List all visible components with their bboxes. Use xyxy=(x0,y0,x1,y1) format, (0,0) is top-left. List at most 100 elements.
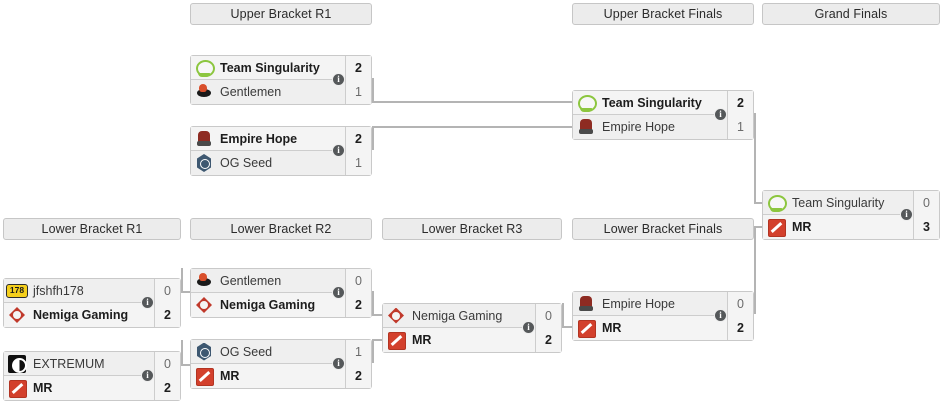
connector-line xyxy=(181,364,193,366)
match-info-icon[interactable]: i xyxy=(332,286,345,299)
round-header: Lower Bracket R1 xyxy=(3,218,181,240)
connector-line xyxy=(372,101,574,103)
team-name[interactable]: Team Singularity xyxy=(602,95,702,110)
team-score: 3 xyxy=(913,215,939,239)
team-name[interactable]: Empire Hope xyxy=(602,296,675,311)
match-row[interactable]: MR 2 xyxy=(383,328,561,352)
match-info-icon[interactable]: i xyxy=(141,296,154,309)
team-score: 1 xyxy=(345,339,371,364)
team-score: 1 xyxy=(345,80,371,104)
nemiga-logo xyxy=(4,303,30,327)
team-name[interactable]: MR xyxy=(412,333,432,347)
connector-line xyxy=(372,339,384,341)
match-info-icon[interactable]: i xyxy=(714,108,727,121)
match-info-icon[interactable]: i xyxy=(332,144,345,157)
jfshfh178-logo-glyph: 178 xyxy=(6,283,28,298)
og-seed-logo xyxy=(191,340,217,364)
singularity-logo-glyph xyxy=(195,59,215,77)
match-info-icon[interactable]: i xyxy=(332,73,345,86)
connector-line xyxy=(562,303,564,327)
team-score: 2 xyxy=(345,364,371,388)
team-name[interactable]: OG Seed xyxy=(220,156,273,170)
connector-line xyxy=(181,268,183,292)
match-info-icon[interactable]: i xyxy=(900,208,913,221)
team-name[interactable]: Team Singularity xyxy=(792,195,885,210)
mr-logo xyxy=(383,328,409,352)
team-score: 2 xyxy=(154,303,180,327)
match-row[interactable]: 178 jfshfh178 0 xyxy=(4,278,180,303)
match-row[interactable]: MR 2 xyxy=(191,364,371,388)
connector-line xyxy=(754,226,764,228)
team-name[interactable]: EXTREMUM xyxy=(33,356,105,371)
connector-line xyxy=(181,340,183,365)
empire-hope-logo-glyph xyxy=(577,118,595,136)
team-name[interactable]: Nemiga Gaming xyxy=(33,308,129,322)
singularity-logo xyxy=(763,191,789,215)
match-row[interactable]: Empire Hope 1 xyxy=(573,115,753,139)
jfshfh178-logo: 178 xyxy=(4,279,30,303)
team-name[interactable]: MR xyxy=(33,381,53,395)
team-score: 2 xyxy=(345,55,371,80)
mr-logo-glyph xyxy=(387,331,406,350)
empire-hope-logo xyxy=(573,115,599,139)
mr-logo-glyph xyxy=(195,367,214,386)
round-header: Lower Bracket R3 xyxy=(382,218,562,240)
empire-hope-logo-glyph xyxy=(195,130,213,148)
team-name[interactable]: Gentlemen xyxy=(220,85,282,99)
match-info-icon[interactable]: i xyxy=(714,309,727,322)
connector-line xyxy=(754,113,756,203)
team-name[interactable]: Nemiga Gaming xyxy=(412,308,503,323)
match-info-icon[interactable]: i xyxy=(522,321,535,334)
round-header: Lower Bracket R2 xyxy=(190,218,372,240)
team-score: 2 xyxy=(535,328,561,352)
team-name[interactable]: Team Singularity xyxy=(220,60,320,75)
team-score: 0 xyxy=(154,278,180,303)
match-row[interactable]: Nemiga Gaming 2 xyxy=(4,303,180,327)
team-score: 0 xyxy=(913,190,939,215)
round-header: Lower Bracket Finals xyxy=(572,218,754,240)
team-name[interactable]: MR xyxy=(220,369,240,383)
team-name[interactable]: OG Seed xyxy=(220,344,273,359)
singularity-logo-glyph xyxy=(577,94,597,112)
team-name[interactable]: Gentlemen xyxy=(220,273,282,288)
mr-logo-glyph xyxy=(767,218,786,237)
connector-line xyxy=(372,78,374,102)
team-name[interactable]: jfshfh178 xyxy=(33,283,84,298)
team-score: 0 xyxy=(154,351,180,376)
match-info-icon[interactable]: i xyxy=(332,357,345,370)
og-seed-logo-glyph xyxy=(195,343,213,361)
nemiga-logo-glyph xyxy=(387,307,405,325)
match-row[interactable]: Gentlemen 1 xyxy=(191,80,371,104)
team-name[interactable]: MR xyxy=(602,321,622,335)
connector-line xyxy=(754,226,756,314)
gentlemen-logo-glyph xyxy=(195,83,213,101)
round-header: Upper Bracket R1 xyxy=(190,3,372,25)
mr-logo xyxy=(4,376,30,400)
match-info-icon[interactable]: i xyxy=(141,369,154,382)
empire-hope-logo xyxy=(573,292,599,316)
team-name[interactable]: Empire Hope xyxy=(602,120,675,134)
team-name[interactable]: MR xyxy=(792,220,812,234)
connector-line xyxy=(754,202,764,204)
og-seed-logo xyxy=(191,151,217,175)
match-row[interactable]: MR 3 xyxy=(763,215,939,239)
team-name[interactable]: Nemiga Gaming xyxy=(220,298,316,312)
mr-logo-glyph xyxy=(577,319,596,338)
team-score: 0 xyxy=(727,291,753,316)
team-name[interactable]: Empire Hope xyxy=(220,131,298,146)
team-score: 1 xyxy=(727,115,753,139)
